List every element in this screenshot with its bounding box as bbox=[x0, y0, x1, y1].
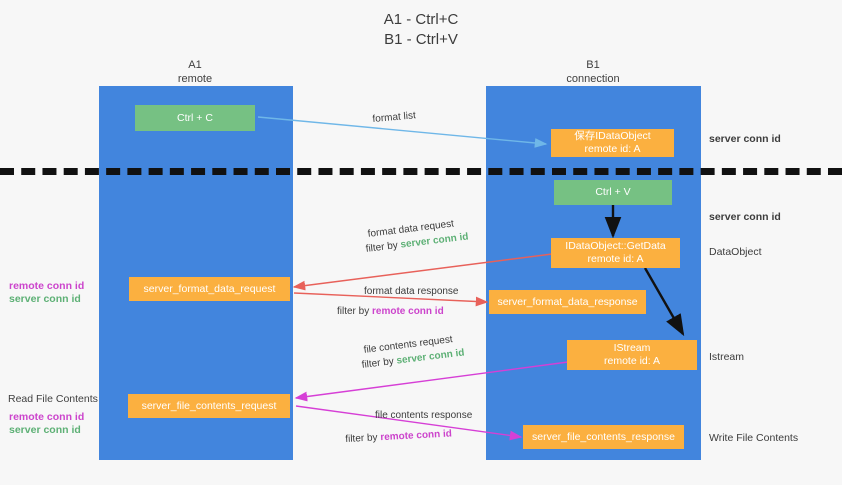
lane-header-a1: A1 remote bbox=[135, 58, 255, 86]
note-dataobject: DataObject bbox=[709, 246, 762, 258]
note-server-conn-id-upper: server conn id bbox=[9, 293, 81, 305]
node-server-file-contents-response-label: server_file_contents_response bbox=[531, 430, 675, 443]
node-server-file-contents-request-label: server_file_contents_request bbox=[141, 399, 277, 412]
note-write-file-contents: Write File Contents bbox=[709, 432, 799, 444]
note-remote-conn-id-upper: remote conn id bbox=[9, 280, 85, 292]
note-read-file-contents: Read File Contents bbox=[8, 393, 98, 405]
diagram-title: A1 - Ctrl+C B1 - Ctrl+V bbox=[0, 10, 842, 50]
filter-value-remote-conn-id-2: remote conn id bbox=[380, 428, 453, 444]
lane-a1-sub: remote bbox=[177, 73, 213, 85]
node-ctrl-v-label: Ctrl + V bbox=[595, 186, 631, 198]
title-line-2: B1 - Ctrl+V bbox=[384, 31, 458, 48]
edge-label-file-contents-response-filter: filter by remote conn id bbox=[345, 427, 452, 447]
node-istream-line1: IStream bbox=[613, 342, 651, 354]
node-istream-line2: remote id: A bbox=[603, 355, 661, 367]
node-ctrl-c[interactable]: Ctrl + C bbox=[135, 105, 255, 131]
filter-prefix-3: filter by bbox=[361, 355, 398, 371]
node-server-format-data-response-label: server_format_data_response bbox=[497, 295, 638, 308]
phase-divider bbox=[0, 168, 842, 175]
edge-label-format-data-response: format data response bbox=[364, 286, 459, 297]
node-server-format-data-request-label: server_format_data_request bbox=[143, 282, 276, 295]
edge-label-format-data-response-filter: filter by remote conn id bbox=[337, 305, 444, 319]
filter-prefix-1: filter by bbox=[365, 239, 402, 255]
node-ctrl-v[interactable]: Ctrl + V bbox=[554, 180, 672, 205]
node-ctrl-c-label: Ctrl + C bbox=[177, 111, 213, 124]
node-server-format-data-response[interactable]: server_format_data_response bbox=[489, 290, 646, 314]
node-save-idataobject-line2: remote id: A bbox=[584, 143, 641, 155]
note-server-conn-id-top: server conn id bbox=[709, 133, 781, 145]
node-istream[interactable]: IStream remote id: A bbox=[567, 340, 697, 370]
node-save-idataobject[interactable]: 保存IDataObject remote id: A bbox=[551, 129, 674, 157]
node-idataobject-getdata-line2: remote id: A bbox=[587, 253, 644, 265]
node-server-format-data-request[interactable]: server_format_data_request bbox=[129, 277, 290, 301]
node-save-idataobject-line1: 保存IDataObject bbox=[574, 130, 651, 142]
node-idataobject-getdata[interactable]: IDataObject::GetData remote id: A bbox=[551, 238, 680, 268]
edge-label-format-list: format list bbox=[372, 110, 417, 125]
title-line-1: A1 - Ctrl+C bbox=[383, 11, 459, 28]
lane-b1-name: B1 bbox=[586, 59, 600, 71]
filter-prefix-4: filter by bbox=[345, 432, 381, 445]
note-server-conn-id-lower: server conn id bbox=[9, 424, 81, 436]
node-server-file-contents-request[interactable]: server_file_contents_request bbox=[128, 394, 290, 418]
lane-header-b1: B1 connection bbox=[533, 58, 653, 86]
note-istream: Istream bbox=[709, 351, 745, 363]
node-server-file-contents-response[interactable]: server_file_contents_response bbox=[523, 425, 684, 449]
note-remote-conn-id-lower: remote conn id bbox=[9, 411, 85, 423]
node-idataobject-getdata-line1: IDataObject::GetData bbox=[565, 240, 666, 252]
lane-b1-sub: connection bbox=[566, 73, 620, 85]
filter-prefix-2: filter by bbox=[337, 306, 373, 317]
edge-label-file-contents-response: file contents response bbox=[375, 410, 473, 421]
lane-a1-name: A1 bbox=[188, 59, 202, 71]
filter-value-remote-conn-id-1: remote conn id bbox=[372, 306, 444, 317]
note-server-conn-id-mid: server conn id bbox=[709, 211, 781, 223]
